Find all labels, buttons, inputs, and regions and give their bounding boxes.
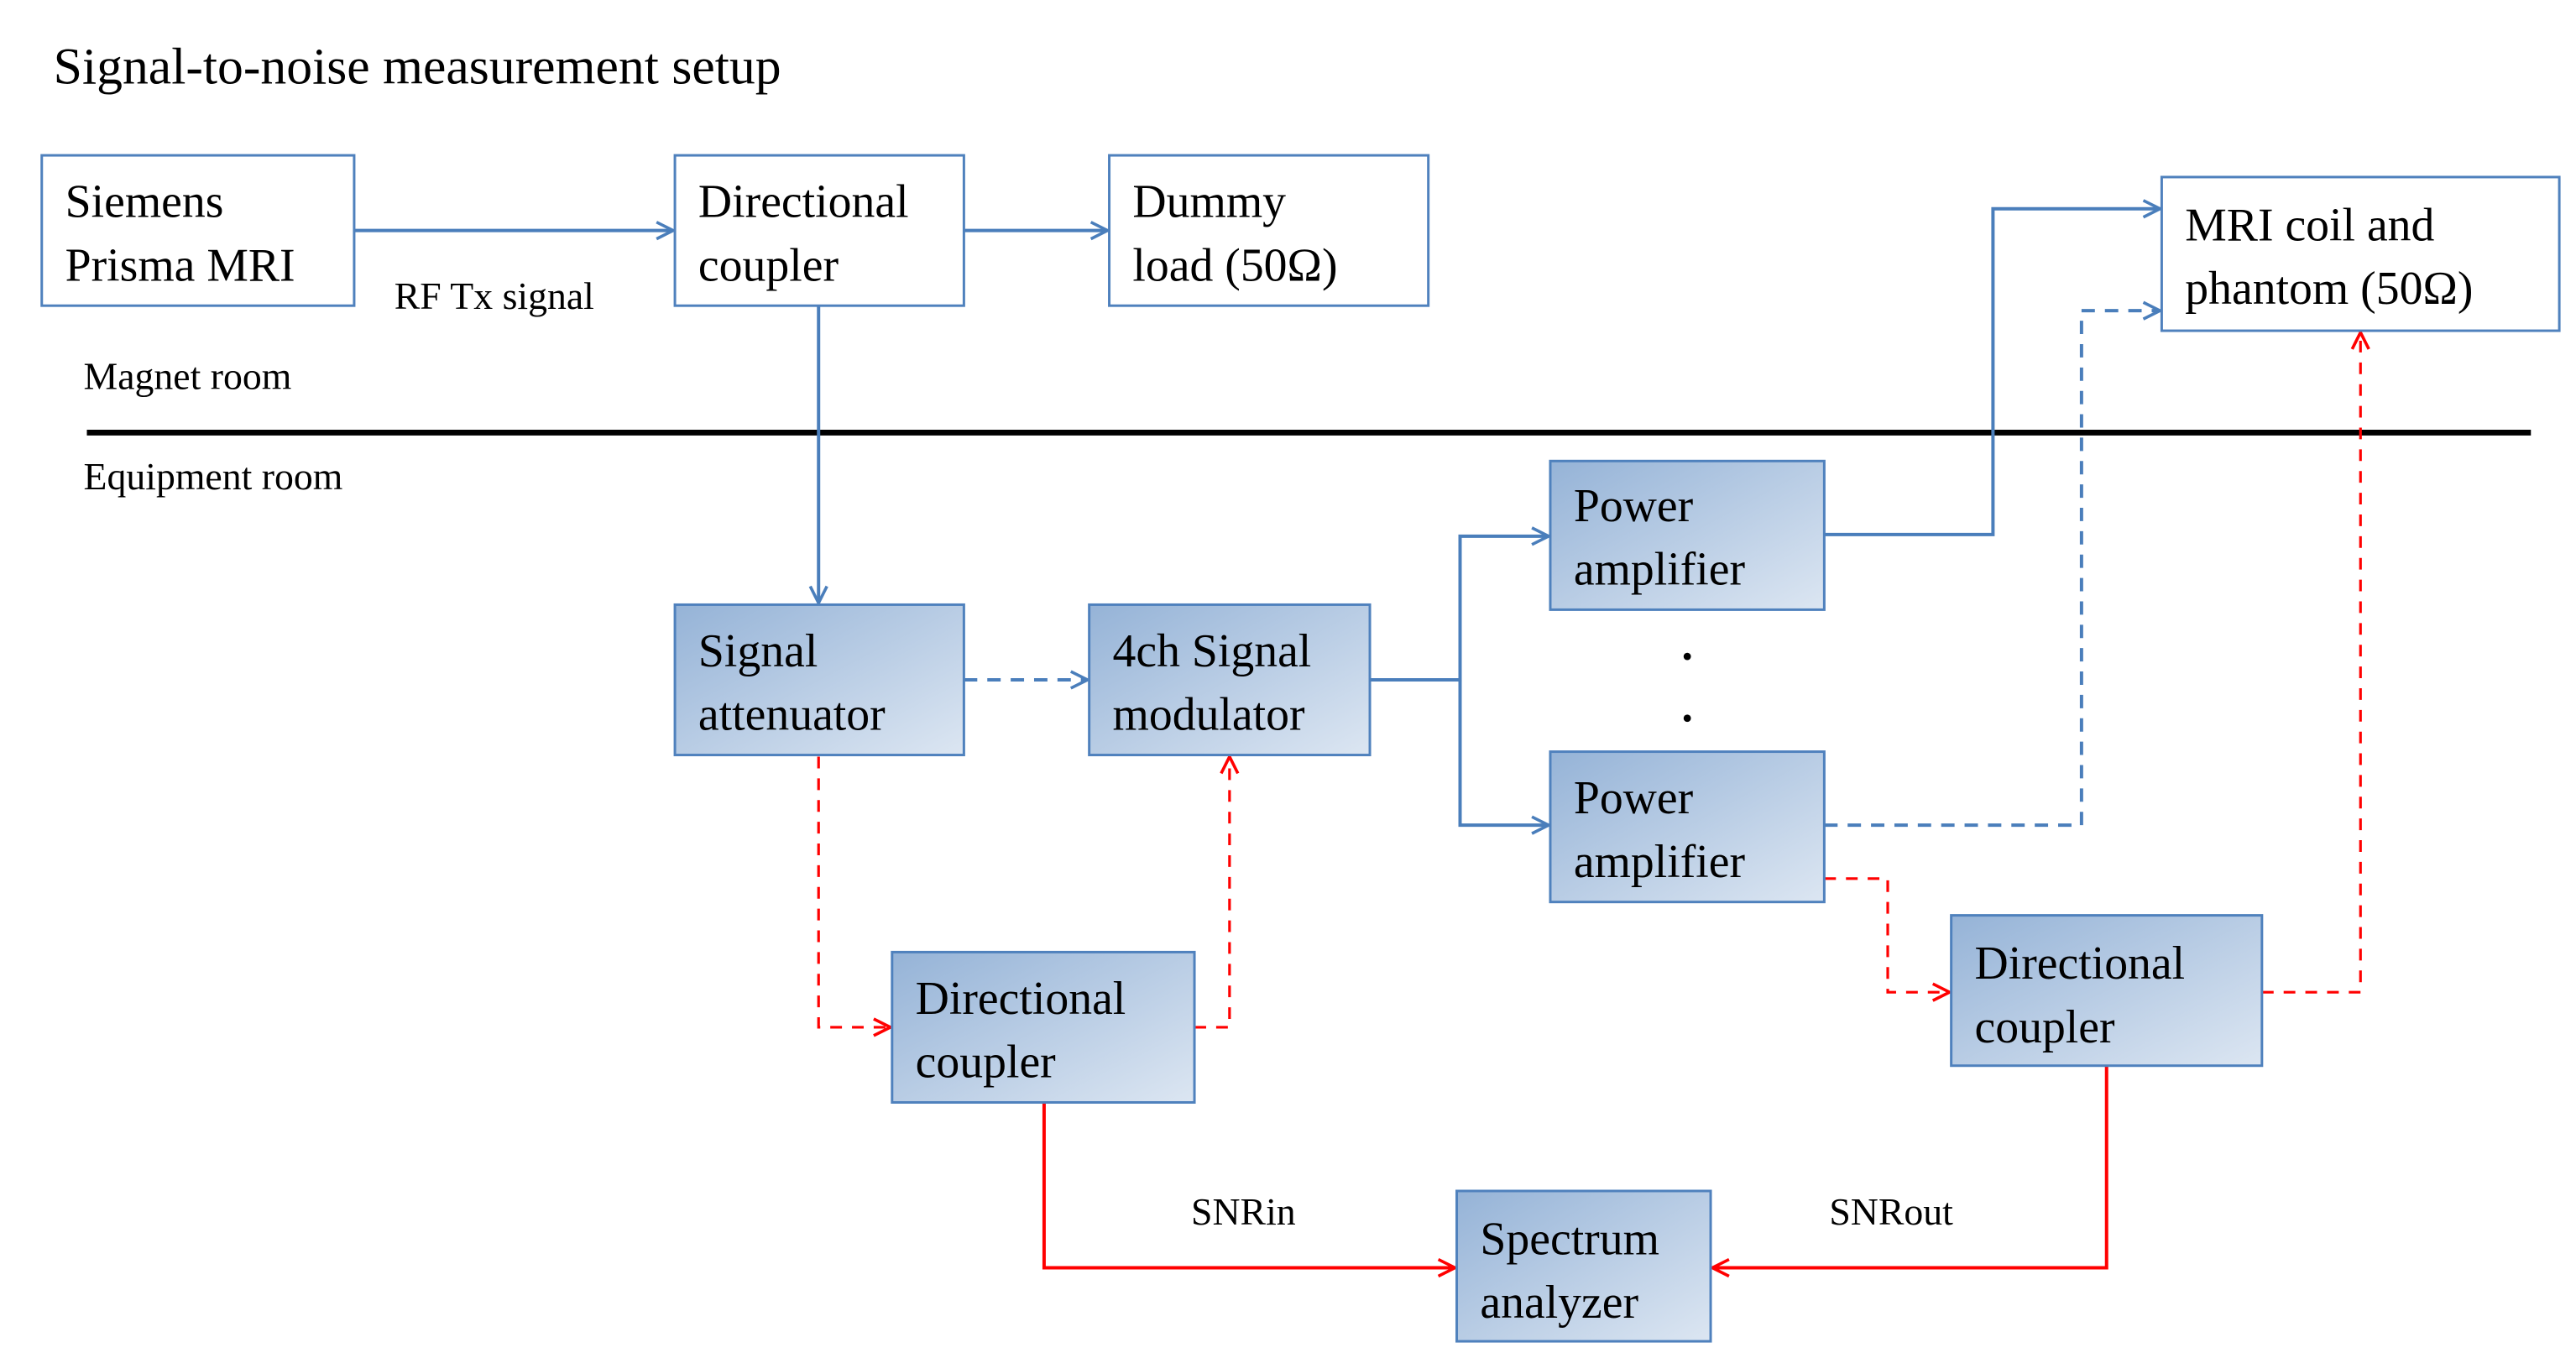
node-box [891,950,1196,1104]
ellipsis-dot [1683,714,1691,723]
node-label-line2: attenuator [698,689,886,741]
node-dummy-load: Dummy load (50Ω) [1108,154,1430,307]
node-box [1549,459,1826,611]
rf-tx-signal-label: RF Tx signal [394,274,594,317]
node-siemens-prisma-mri: Siemens Prisma MRI [40,154,356,307]
node-label-line1: Directional [1975,938,2186,990]
node-label-line1: MRI coil and [2185,200,2434,252]
magnet-room-label: Magnet room [84,355,292,398]
node-4ch-signal-modulator: 4ch Signal modulator [1088,603,1372,757]
node-spectrum-analyzer: Spectrum analyzer [1455,1189,1712,1343]
node-box [1455,1189,1712,1343]
node-label-line2: load (50Ω) [1132,239,1337,291]
node-label-line2: analyzer [1480,1277,1638,1329]
node-label-line1: Siemens [65,176,224,228]
connector-modulator-to-pa2 [1458,679,1548,825]
diagram-title: Signal-to-noise measurement setup [54,39,781,96]
connector-snr-out [1712,1065,2108,1268]
node-label-line1: Directional [698,176,909,228]
node-box [673,154,965,307]
node-label-line1: Directional [916,973,1126,1025]
node-directional-coupler-top: Directional coupler [673,154,965,307]
node-label-line2: amplifier [1574,836,1746,888]
node-box [1549,750,1826,904]
node-directional-coupler-right: Directional coupler [1950,914,2264,1068]
node-label-line2: Prisma MRI [65,239,295,291]
node-label-line1: Spectrum [1480,1214,1659,1266]
node-power-amplifier-1: Power amplifier [1549,459,1826,611]
node-label-line2: coupler [698,239,839,291]
connector-attenuator-to-dc-left [817,756,891,1027]
node-label-line2: coupler [1975,1001,2116,1053]
connector-snr-in [1042,1102,1455,1268]
node-label-line2: modulator [1113,689,1305,741]
node-box [673,603,965,757]
node-label-line2: coupler [916,1037,1057,1089]
node-box [1950,914,2264,1068]
connectors [353,209,2360,1268]
node-signal-attenuator: Signal attenuator [673,603,965,757]
snr-out-label: SNRout [1829,1190,1953,1233]
node-mri-coil-phantom: MRI coil and phantom (50Ω) [2160,175,2561,332]
node-label-line1: Dummy [1132,176,1286,228]
node-box [1108,154,1430,307]
node-label-line1: Signal [698,625,818,677]
node-box [2160,175,2561,332]
node-box [1088,603,1372,757]
connector-dc-left-to-modulator [1194,757,1230,1029]
node-label-line1: Power [1574,480,1694,532]
connector-modulator-to-pa1 [1370,536,1549,682]
node-box [40,154,356,307]
connector-pa1-to-mri-coil [1824,209,2160,536]
node-label-line1: Power [1574,772,1694,824]
connector-pa2-to-mri-coil [1824,311,2160,828]
connector-dc-right-to-mri-coil [2261,332,2360,994]
equipment-room-label: Equipment room [84,455,343,498]
node-label-line1: 4ch Signal [1113,625,1312,677]
connector-pa2-to-dc-right [1824,877,1949,992]
node-power-amplifier-2: Power amplifier [1549,750,1826,904]
node-directional-coupler-left: Directional coupler [891,950,1196,1104]
snr-in-label: SNRin [1191,1190,1296,1233]
node-label-line2: amplifier [1574,544,1746,596]
node-label-line2: phantom (50Ω) [2185,263,2473,315]
ellipsis-dot [1683,652,1691,661]
